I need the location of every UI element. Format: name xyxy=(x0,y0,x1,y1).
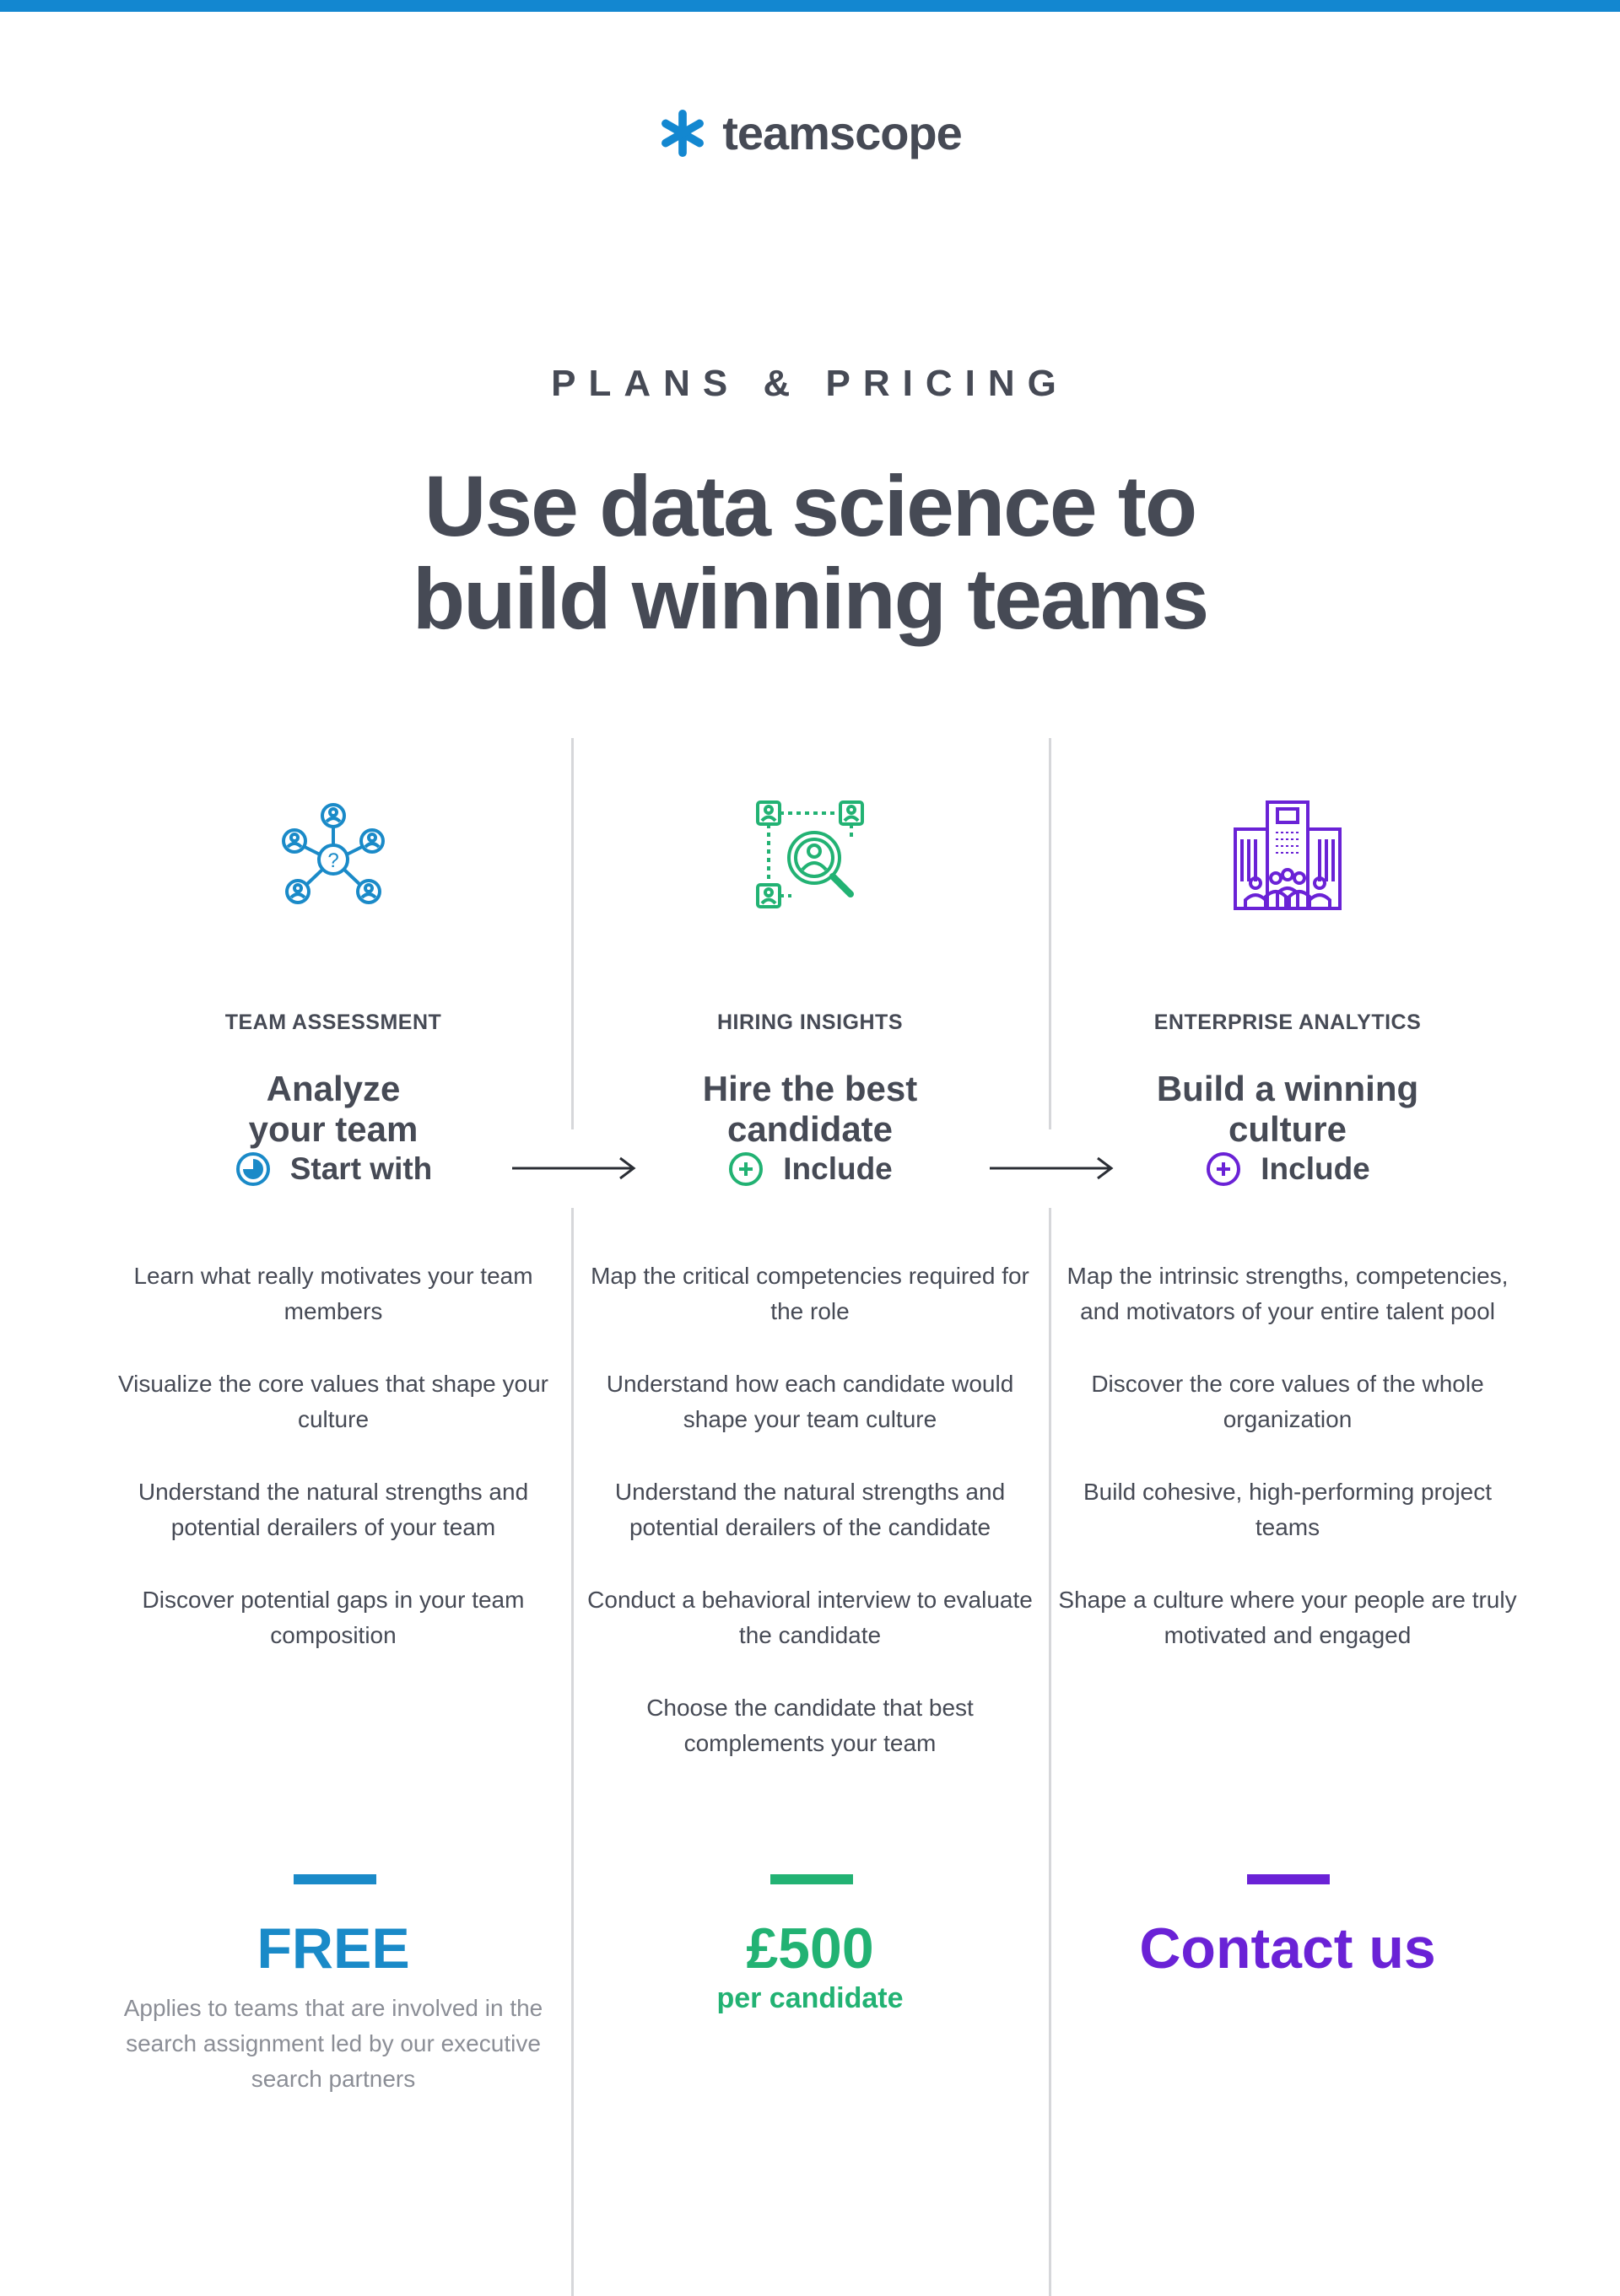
column-divider xyxy=(1049,738,1051,1129)
plan-title-line-2: culture xyxy=(1228,1109,1347,1149)
plus-circle-icon xyxy=(1207,1152,1241,1186)
accent-bar xyxy=(294,1874,376,1884)
plan-hiring-insights: HIRING INSIGHTS Hire the best candidate xyxy=(571,797,1049,1150)
arrow-right-icon xyxy=(990,1156,1114,1180)
plan-title-line-2: your team xyxy=(248,1109,418,1149)
arrow-right-icon xyxy=(512,1156,636,1180)
step-include: Include xyxy=(571,1145,1049,1193)
plan-title-line-1: Analyze xyxy=(266,1069,401,1108)
plan-title-line-1: Build a winning xyxy=(1156,1069,1419,1108)
headline-line-1: Use data science to xyxy=(424,458,1197,554)
candidate-search-icon xyxy=(756,800,864,908)
pie-clock-icon xyxy=(235,1152,270,1186)
plan-enterprise-analytics: ENTERPRISE ANALYTICS Build a winning cul… xyxy=(1049,797,1526,1150)
section-kicker: PLANS & PRICING xyxy=(551,363,1069,404)
brand-name: teamscope xyxy=(722,106,963,159)
feature-item: Learn what really motivates your team me… xyxy=(133,1263,533,1324)
feature-list-hiring-insights: Map the critical competencies required f… xyxy=(571,1258,1049,1798)
feature-list-enterprise-analytics: Map the intrinsic strengths, competencie… xyxy=(1049,1258,1526,1690)
feature-item: Choose the candidate that best complemen… xyxy=(646,1695,974,1756)
plan-title: Analyze your team xyxy=(94,1069,572,1150)
page-headline: Use data science to build winning teams xyxy=(0,460,1620,645)
price-per-candidate: £500 xyxy=(746,1916,874,1981)
plan-title-line-2: candidate xyxy=(726,1109,894,1149)
feature-item: Shape a culture where your people are tr… xyxy=(1058,1587,1517,1648)
asterisk-logo-icon xyxy=(662,109,705,157)
feature-item: Map the critical competencies required f… xyxy=(591,1263,1029,1324)
feature-item: Understand the natural strengths and pot… xyxy=(614,1479,1006,1540)
step-label: Include xyxy=(783,1151,893,1186)
plan-title-line-1: Hire the best xyxy=(702,1069,918,1108)
column-divider xyxy=(571,1208,574,2296)
plan-label: TEAM ASSESSMENT xyxy=(224,1011,442,1034)
plan-title: Build a winning culture xyxy=(1049,1069,1526,1150)
plan-label: HIRING INSIGHTS xyxy=(716,1011,903,1034)
top-accent-bar xyxy=(0,0,1620,12)
team-network-icon: ? xyxy=(282,803,385,904)
feature-list-team-assessment: Learn what really motivates your team me… xyxy=(94,1258,572,1690)
plan-label: ENTERPRISE ANALYTICS xyxy=(1153,1011,1422,1034)
price-free: FREE xyxy=(256,1916,410,1981)
headline-emphasis: winning xyxy=(631,551,947,648)
plan-title: Hire the best candidate xyxy=(571,1069,1049,1150)
feature-item: Discover the core values of the whole or… xyxy=(1091,1371,1484,1432)
contact-us-link[interactable]: Contact us xyxy=(1139,1916,1436,1981)
svg-text:?: ? xyxy=(327,849,338,872)
feature-item: Visualize the core values that shape you… xyxy=(117,1371,548,1432)
step-label: Include xyxy=(1261,1151,1370,1186)
plus-circle-icon xyxy=(729,1152,764,1186)
step-start-with: Start with xyxy=(94,1145,572,1193)
feature-item: Build cohesive, high-performing project … xyxy=(1083,1479,1493,1540)
feature-item: Discover potential gaps in your team com… xyxy=(142,1587,525,1648)
feature-item: Map the intrinsic strengths, competencie… xyxy=(1066,1263,1509,1324)
accent-bar xyxy=(1247,1874,1330,1884)
column-divider xyxy=(1049,1208,1051,2296)
headline-line-2-start: build xyxy=(412,551,632,648)
step-label: Start with xyxy=(289,1151,433,1186)
feature-item: Conduct a behavioral interview to evalua… xyxy=(587,1587,1033,1648)
column-divider xyxy=(571,738,574,1129)
price-note: Applies to teams that are involved in th… xyxy=(123,1995,543,2092)
enterprise-building-icon xyxy=(1234,800,1342,910)
headline-line-2-end: teams xyxy=(945,551,1209,648)
brand-logo[interactable]: teamscope xyxy=(0,105,1620,160)
step-include: Include xyxy=(1049,1145,1526,1193)
feature-item: Understand the natural strengths and pot… xyxy=(138,1479,529,1540)
accent-bar xyxy=(770,1874,853,1884)
price-unit: per candidate xyxy=(716,1982,904,2014)
feature-item: Understand how each candidate would shap… xyxy=(606,1371,1014,1432)
plan-team-assessment: ? TEAM ASSESSMENT Analyze your team xyxy=(94,797,572,1150)
